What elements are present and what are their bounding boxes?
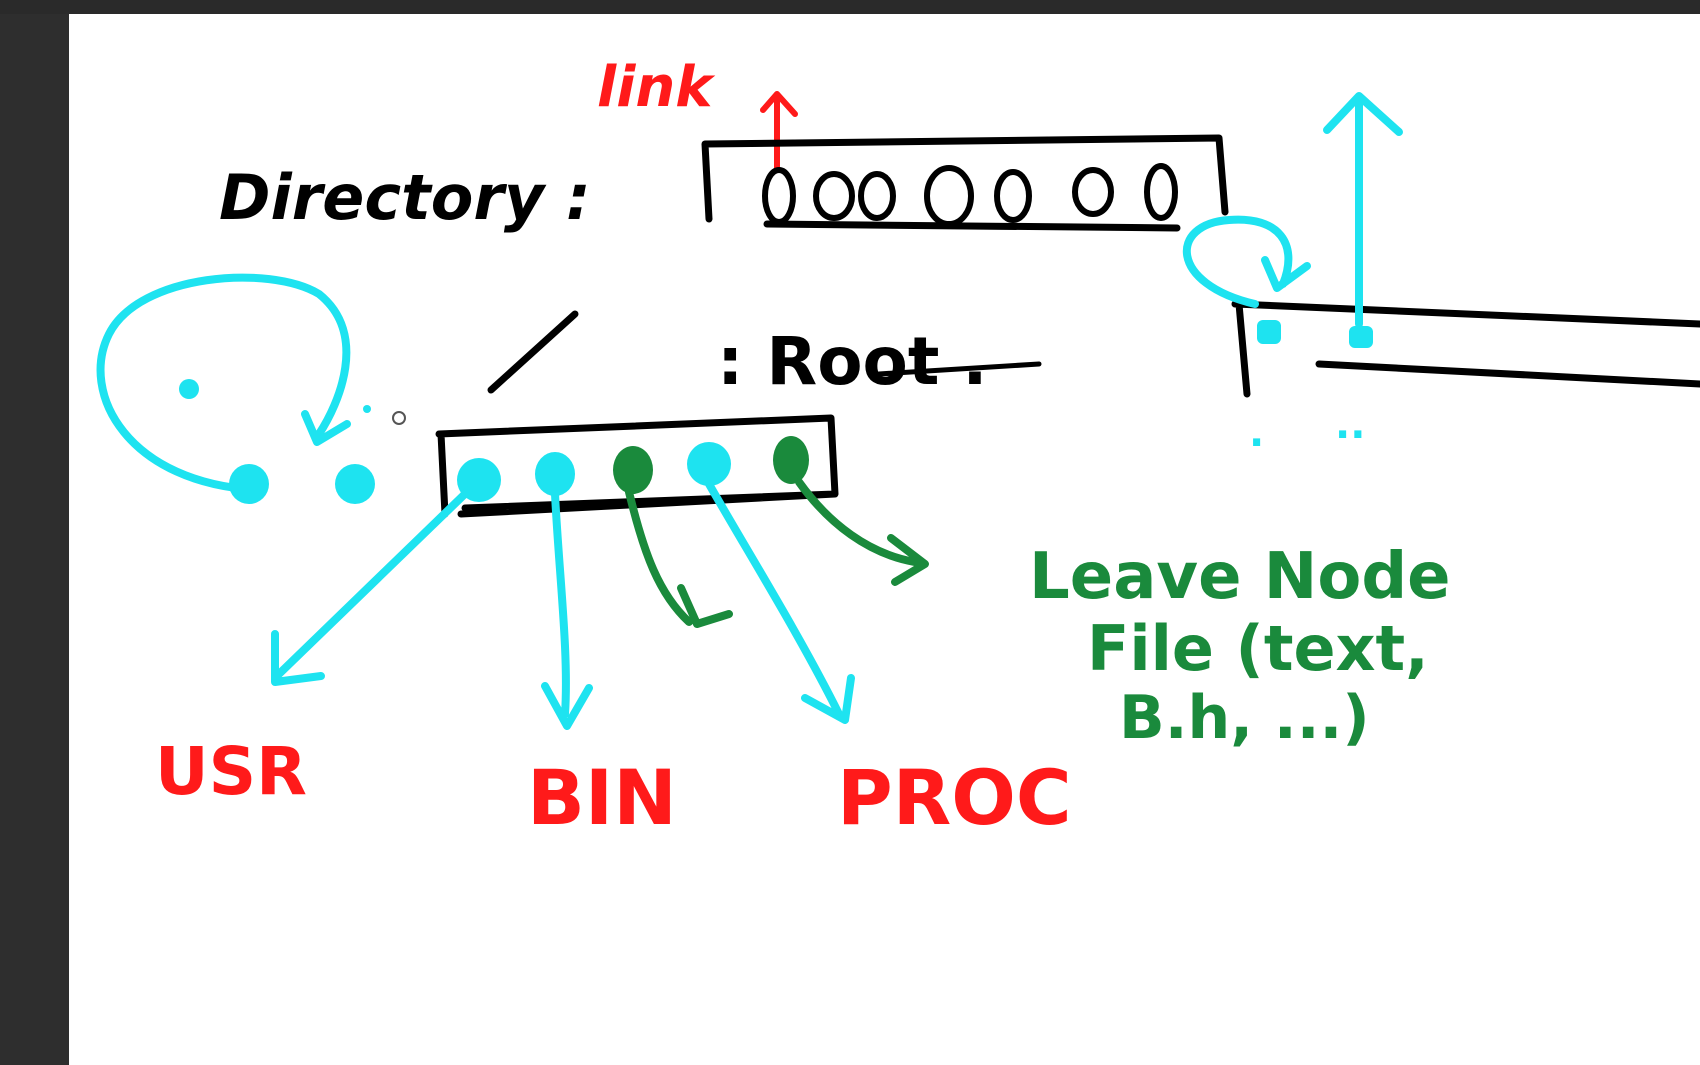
- arrow-to-bin: [541, 490, 593, 730]
- right-dot-entry: [1257, 320, 1281, 344]
- root-box-outline: [435, 414, 839, 518]
- arrow-to-proc: [705, 480, 855, 724]
- bin-label: BIN: [527, 753, 677, 842]
- slot-proc: [687, 442, 731, 486]
- directory-slot: [762, 167, 796, 225]
- directory-box-outline: [701, 134, 1229, 232]
- arrow-to-usr: [271, 486, 473, 686]
- right-self-loop: [1182, 215, 1311, 308]
- directory-slots: [762, 163, 1178, 227]
- slot-file-2: [773, 436, 809, 484]
- directory-slot: [1072, 167, 1114, 217]
- directory-label: Directory :: [219, 161, 591, 234]
- right-directory-block: . ..: [1182, 92, 1700, 456]
- cursor-marker: [392, 411, 406, 425]
- root-underline: [876, 361, 1042, 377]
- self-loop: [96, 273, 406, 504]
- slot-bin: [535, 452, 575, 496]
- dotdot-marker: [363, 405, 371, 413]
- slot-file-1: [613, 446, 653, 494]
- whiteboard-drawing[interactable]: Directory : link: [69, 14, 1700, 1065]
- right-parent-arrow: [1323, 92, 1403, 328]
- left-sidebar: [0, 14, 69, 1065]
- leave-node-text: Leave Node: [1029, 540, 1451, 614]
- directory-text: Directory :: [219, 161, 591, 234]
- link-annotation: link: [597, 55, 798, 172]
- root-slash: [487, 310, 579, 394]
- self-loop-arrow: [96, 273, 351, 494]
- directory-slot: [858, 171, 896, 221]
- directory-slot: [1144, 163, 1178, 221]
- file-types-text-2: B.h, ...): [1119, 683, 1370, 753]
- link-arrow: [760, 91, 798, 172]
- root-box: [435, 414, 839, 518]
- slot-arrows: [271, 478, 929, 730]
- right-dotdot-entry: [1349, 326, 1373, 348]
- root-text: : Root .: [717, 323, 987, 400]
- dot-entry: [229, 464, 269, 504]
- right-box-outline: [1231, 300, 1700, 398]
- right-dotdot-label: ..: [1335, 402, 1365, 448]
- proc-label: PROC: [837, 753, 1072, 842]
- slash-stroke: [487, 310, 579, 394]
- link-text: link: [597, 55, 716, 120]
- dir-names: USR BIN PROC: [155, 733, 1072, 842]
- directory-slot: [994, 169, 1032, 223]
- top-bar: [0, 0, 1700, 14]
- root-label: : Root .: [717, 323, 1042, 400]
- directory-slot: [813, 171, 855, 221]
- arrow-file-2: [795, 478, 929, 586]
- arrow-file-1: [625, 488, 733, 628]
- right-dot-labels: . ..: [1249, 402, 1365, 456]
- dotdot-entry: [335, 464, 375, 504]
- usr-label: USR: [155, 733, 307, 810]
- directory-slot: [924, 165, 974, 227]
- right-dot-label: .: [1249, 410, 1264, 456]
- directory-box: [701, 134, 1229, 232]
- drawing-canvas[interactable]: Directory : link: [69, 14, 1700, 1065]
- leave-node-note: Leave Node File (text, B.h, ...): [1029, 540, 1451, 753]
- dot-marker: [179, 379, 199, 399]
- root-slots: [457, 436, 809, 502]
- file-types-text: File (text,: [1087, 612, 1429, 685]
